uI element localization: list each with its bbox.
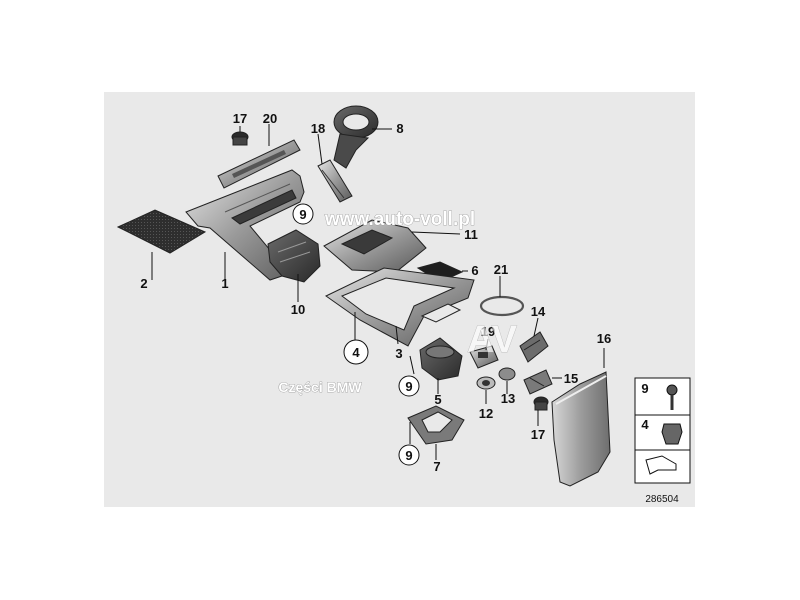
callout-16: 16 (597, 331, 611, 346)
callout-9-circle-top: 9 (292, 203, 314, 225)
legend-screw-label: 9 (641, 381, 648, 396)
clip-icon (661, 423, 683, 445)
screw-icon (666, 384, 678, 410)
callout-18: 18 (311, 121, 325, 136)
callout-2: 2 (140, 276, 147, 291)
callout-9-circle-bottom: 9 (398, 444, 420, 466)
svg-text:4: 4 (352, 345, 360, 360)
callout-4-circle: 4 (343, 339, 369, 365)
svg-text:9: 9 (299, 207, 306, 222)
callout-17-side: 17 (531, 427, 545, 442)
callout-14: 14 (531, 304, 546, 319)
callout-10: 10 (291, 302, 305, 317)
leader-lines (151, 124, 605, 460)
part-2-mat (116, 209, 207, 254)
fastener-legend: 9 4 (634, 377, 691, 484)
callout-17-top: 17 (233, 111, 247, 126)
callout-20: 20 (263, 111, 277, 126)
legend-clip-label: 4 (641, 417, 649, 432)
part-10-housing (267, 229, 321, 283)
part-17-button-top (231, 131, 249, 146)
watermark-parts: Części BMW (278, 379, 362, 395)
svg-text:9: 9 (405, 448, 412, 463)
callout-6: 6 (471, 263, 478, 278)
part-13-cap (498, 367, 516, 381)
callout-13: 13 (501, 391, 515, 406)
callout-7: 7 (433, 459, 440, 474)
callout-11: 11 (464, 227, 478, 242)
part-8-shift-cover (333, 105, 379, 169)
part-5-cup-holder (419, 337, 463, 381)
callout-15: 15 (564, 371, 578, 386)
svg-text:9: 9 (405, 379, 412, 394)
part-11-shift-trim (323, 219, 427, 273)
part-1-trim-panel (185, 169, 305, 281)
watermark-logo: AV (467, 319, 518, 361)
part-17-button-side (533, 396, 549, 411)
callout-21: 21 (494, 262, 508, 277)
part-21-ring (479, 295, 525, 317)
part-4-console-frame (325, 267, 475, 347)
callout-19: 19 (481, 324, 495, 339)
callout-1: 1 (221, 276, 228, 291)
callout-12: 12 (479, 406, 493, 421)
part-14-bracket (519, 331, 549, 363)
diagram-number: 286504 (645, 494, 679, 505)
watermark-site: www.auto-voll.pl (324, 209, 475, 230)
part-16-rear-panel (551, 371, 611, 487)
part-7-frame (407, 405, 465, 445)
part-19-switch (469, 345, 499, 369)
part-12-cap (476, 376, 496, 390)
callout-5: 5 (434, 392, 441, 407)
callout-3: 3 (395, 346, 402, 361)
part-15-holder (523, 369, 553, 395)
arrow-icon (645, 455, 677, 475)
callout-8: 8 (396, 121, 403, 136)
callout-9-circle-mid: 9 (398, 375, 420, 397)
part-20-strip (217, 139, 301, 189)
part-18-bracket (317, 159, 353, 203)
